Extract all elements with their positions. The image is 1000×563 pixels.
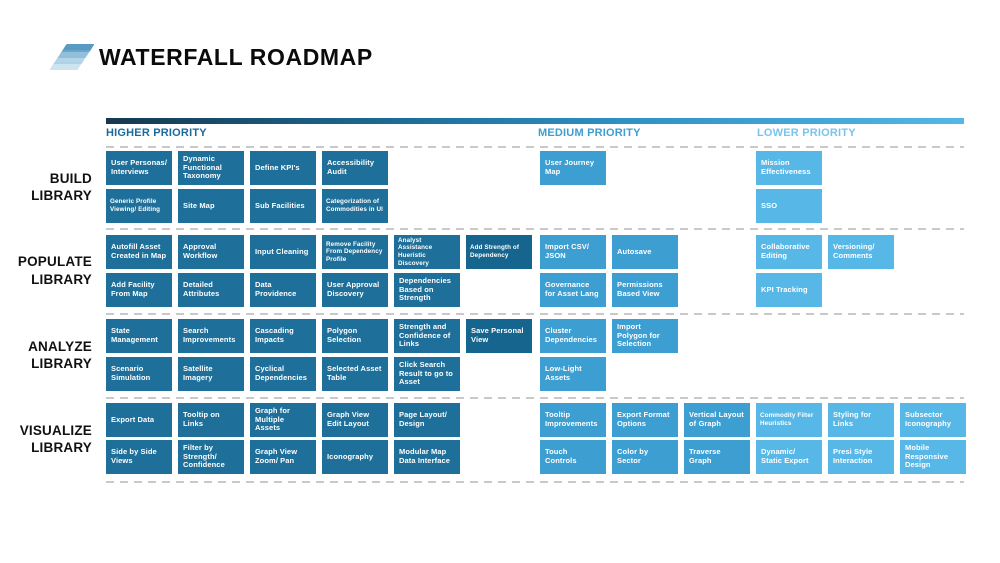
roadmap-card: Styling for Links <box>828 403 894 437</box>
roadmap-card: SSO <box>756 189 822 223</box>
page-title: WATERFALL ROADMAP <box>99 44 373 70</box>
roadmap-card: Dependencies Based on Strength <box>394 273 460 307</box>
roadmap-card: User Personas/ Interviews <box>106 151 172 185</box>
row-label-visualize-library: VISUALIZE LIBRARY <box>19 422 92 455</box>
roadmap-card: Scenario Simulation <box>106 357 172 391</box>
roadmap-card: Input Cleaning <box>250 235 316 269</box>
roadmap-card: Generic Profile Viewing/ Editing <box>106 189 172 223</box>
roadmap-card: Export Format Options <box>612 403 678 437</box>
row-divider <box>106 313 964 315</box>
roadmap-card: Export Data <box>106 403 172 437</box>
layers-logo-icon <box>49 42 96 76</box>
roadmap-card: Versioning/ Comments <box>828 235 894 269</box>
roadmap-card: Define KPI's <box>250 151 316 185</box>
column-header-lower-priority: LOWER PRIORITY <box>757 127 856 139</box>
roadmap-card: Graph View Zoom/ Pan <box>250 440 316 474</box>
roadmap-card: Traverse Graph <box>684 440 750 474</box>
row-label-analyze-library: ANALYZE LIBRARY <box>28 338 92 371</box>
roadmap-card: Satellite Imagery <box>178 357 244 391</box>
column-header-medium-priority: MEDIUM PRIORITY <box>538 127 641 139</box>
roadmap-card: Analyst Assistance Hueristic Discovery <box>394 235 460 269</box>
roadmap-card: Filter by Strength/ Confidence <box>178 440 244 474</box>
roadmap-card: Color by Sector <box>612 440 678 474</box>
roadmap-card: Detailed Attributes <box>178 273 244 307</box>
roadmap-card: Selected Asset Table <box>322 357 388 391</box>
roadmap-card: Collaborative Editing <box>756 235 822 269</box>
roadmap-card: Click Search Result to go to Asset <box>394 357 460 391</box>
roadmap-card: KPI Tracking <box>756 273 822 307</box>
row-label-build-library: BUILD LIBRARY <box>31 170 92 203</box>
roadmap-card: Autofill Asset Created in Map <box>106 235 172 269</box>
roadmap-card: Site Map <box>178 189 244 223</box>
roadmap-card: Approval Workflow <box>178 235 244 269</box>
roadmap-card: Modular Map Data Interface <box>394 440 460 474</box>
roadmap-card: Mobile Responsive Design <box>900 440 966 474</box>
roadmap-card: Remove Facility From Dependency Profile <box>322 235 388 269</box>
roadmap-card: Strength and Confidence of Links <box>394 319 460 353</box>
roadmap-card: Cluster Dependencies <box>540 319 606 353</box>
roadmap-card: Import CSV/ JSON <box>540 235 606 269</box>
roadmap-card: Add Strength of Dependency <box>466 235 532 269</box>
roadmap-card: Import Polygon for Selection <box>612 319 678 353</box>
row-divider <box>106 397 964 399</box>
roadmap-card: Cyclical Dependencies <box>250 357 316 391</box>
row-label-populate-library: POPULATE LIBRARY <box>17 254 92 287</box>
roadmap-card: Vertical Layout of Graph <box>684 403 750 437</box>
roadmap-card: Low-Light Assets <box>540 357 606 391</box>
roadmap-card: Presi Style Interaction <box>828 440 894 474</box>
priority-gradient-bar <box>106 118 964 124</box>
roadmap-card: Tooltip Improvements <box>540 403 606 437</box>
roadmap-card: Accessibility Audit <box>322 151 388 185</box>
column-header-higher-priority: HIGHER PRIORITY <box>106 127 207 139</box>
roadmap-card: Categorization of Commodities in UI <box>322 189 388 223</box>
roadmap-card: User Journey Map <box>540 151 606 185</box>
roadmap-card: Autosave <box>612 235 678 269</box>
row-divider <box>106 146 964 148</box>
row-divider <box>106 481 964 483</box>
roadmap-card: Search Improvements <box>178 319 244 353</box>
roadmap-card: User Approval Discovery <box>322 273 388 307</box>
roadmap-card: Side by Side Views <box>106 440 172 474</box>
roadmap-card: Polygon Selection <box>322 319 388 353</box>
roadmap-card: Graph for Multiple Assets <box>250 403 316 437</box>
roadmap-card: Cascading Impacts <box>250 319 316 353</box>
roadmap-card: Add Facility From Map <box>106 273 172 307</box>
roadmap-card: Mission Effectiveness <box>756 151 822 185</box>
roadmap-card: Page Layout/ Design <box>394 403 460 437</box>
roadmap-card: Subsector Iconography <box>900 403 966 437</box>
roadmap-card: Sub Facilities <box>250 189 316 223</box>
roadmap-card: Iconography <box>322 440 388 474</box>
roadmap-card: State Management <box>106 319 172 353</box>
roadmap-card: Governance for Asset Lang <box>540 273 606 307</box>
roadmap-card: Dynamic/ Static Export <box>756 440 822 474</box>
roadmap-card: Data Providence <box>250 273 316 307</box>
roadmap-card: Permissions Based View <box>612 273 678 307</box>
roadmap-card: Touch Controls <box>540 440 606 474</box>
row-divider <box>106 228 964 230</box>
roadmap-card: Tooltip on Links <box>178 403 244 437</box>
roadmap-card: Save Personal View <box>466 319 532 353</box>
roadmap-card: Dynamic Functional Taxonomy <box>178 151 244 185</box>
roadmap-card: Graph View Edit Layout <box>322 403 388 437</box>
roadmap-card: Commodity Filter Heuristics <box>756 403 822 437</box>
